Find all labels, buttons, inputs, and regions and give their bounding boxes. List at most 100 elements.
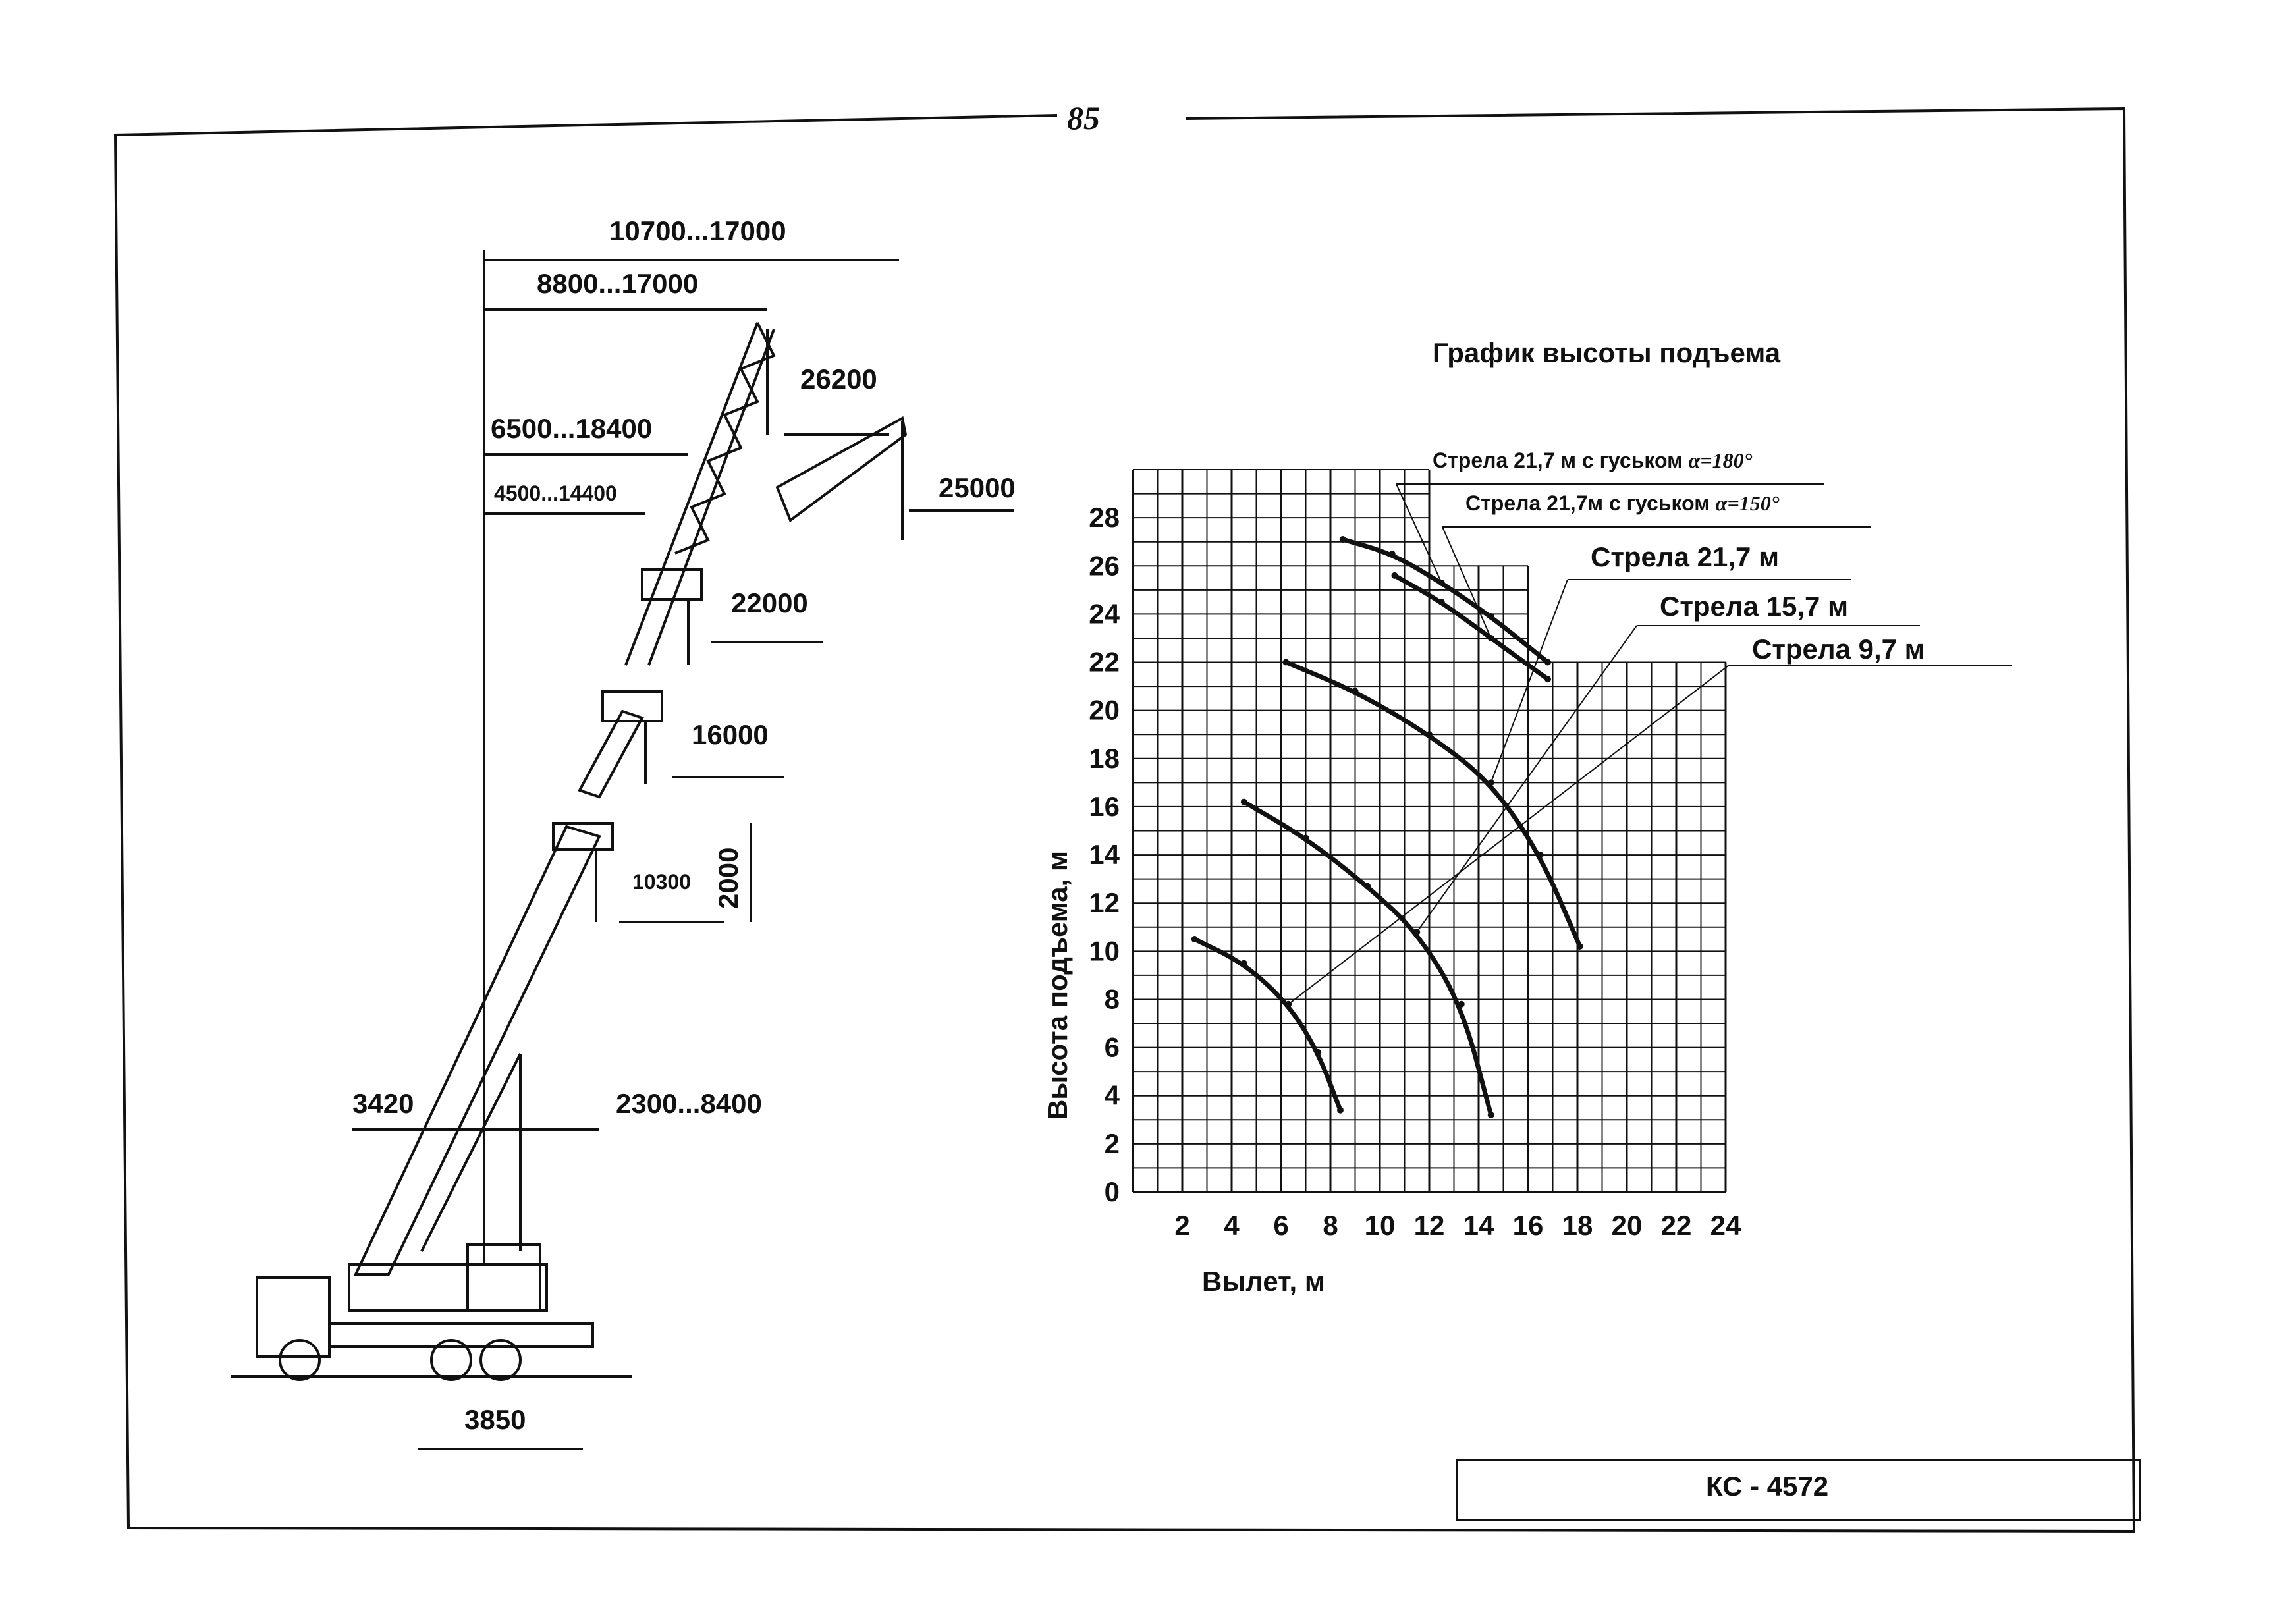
y-tick-label: 26 [1089, 550, 1120, 581]
x-tick-label: 10 [1365, 1210, 1396, 1241]
dim-10700: 10700...17000 [609, 215, 786, 246]
jib [775, 416, 908, 523]
y-tick-label: 20 [1089, 695, 1120, 726]
boom-lift-cylinder [420, 1053, 522, 1252]
series-point [1337, 1106, 1344, 1114]
wheel-front [279, 1339, 321, 1381]
series-curve [1193, 937, 1343, 1111]
x-tick-label: 6 [1273, 1210, 1288, 1241]
series-label: Стрела 9,7 м [1752, 634, 1925, 665]
y-tick-label: 8 [1105, 983, 1120, 1014]
series-curve [1285, 660, 1582, 948]
boom-long-left [624, 322, 759, 666]
chart-title: График высоты подъема [1433, 337, 1781, 368]
y-tick-label: 28 [1089, 502, 1120, 533]
y-tick-label: 10 [1089, 935, 1120, 966]
series-point [1426, 731, 1433, 738]
chart-grid [1132, 469, 1727, 1193]
series-curve [1342, 537, 1550, 665]
height-22000: 22000 [731, 587, 808, 618]
y-tick-label: 16 [1089, 791, 1120, 822]
series-point [1240, 798, 1247, 805]
series-point [1576, 943, 1583, 950]
y-tick-label: 18 [1089, 743, 1120, 774]
y-tick-label: 14 [1089, 839, 1120, 870]
series-point [1544, 676, 1551, 683]
series-point [1240, 960, 1247, 967]
series-point [1282, 659, 1290, 666]
boom-long-head [641, 568, 703, 601]
boom-mid-head [601, 690, 663, 722]
series-label: Стрела 21,7 м [1591, 541, 1779, 572]
series-leader-line [1416, 625, 1637, 933]
y-tick-label: 12 [1089, 887, 1120, 918]
x-tick-label: 8 [1323, 1210, 1338, 1241]
dim-6500: 6500...18400 [491, 413, 652, 444]
y-tick-label: 2 [1105, 1128, 1120, 1159]
dim-8800: 8800...17000 [537, 268, 698, 299]
operator-cab [466, 1243, 541, 1312]
dim-3420: 3420 [352, 1088, 414, 1119]
chart-y-label: Высота подъема, м [1042, 851, 1073, 1120]
height-25000: 25000 [939, 472, 1016, 503]
title-block [1456, 1459, 2141, 1521]
truck-cab [256, 1276, 331, 1358]
series-point [1364, 883, 1371, 890]
x-tick-label: 16 [1513, 1210, 1544, 1241]
chart-x-label: Вылет, м [1202, 1266, 1325, 1297]
wheel-rear-2 [479, 1339, 522, 1381]
y-tick-label: 0 [1105, 1176, 1120, 1207]
series-point [1487, 1111, 1494, 1118]
x-tick-label: 22 [1661, 1210, 1692, 1241]
series-point [1352, 688, 1359, 695]
series-point [1315, 1048, 1322, 1056]
x-tick-label: 2 [1174, 1210, 1189, 1241]
page-number: 85 [1067, 99, 1100, 136]
series-point [1438, 599, 1445, 606]
series-leader-line [1288, 665, 1730, 1005]
boom-lattice [674, 322, 776, 555]
series-point [1544, 659, 1551, 666]
height-16000: 16000 [692, 719, 769, 750]
series-label: Стрела 21,7м с гуськом α=150° [1465, 491, 1780, 515]
series-point [1302, 834, 1309, 842]
series-point [1388, 550, 1396, 557]
chart-series-group [1191, 483, 2012, 1118]
boom-long-right [647, 329, 775, 666]
series-point [1391, 572, 1398, 579]
y-tick-label: 24 [1089, 598, 1120, 629]
boom-base-section [353, 825, 601, 1276]
height-10300: 10300 [632, 870, 691, 894]
series-leader-line [1490, 579, 1568, 783]
dim-2000: 2000 [713, 848, 744, 909]
series-label: Стрела 21,7 м с гуськом α=180° [1433, 448, 1753, 472]
x-tick-label: 20 [1612, 1210, 1643, 1241]
series-label: Стрела 15,7 м [1660, 591, 1848, 622]
x-tick-label: 24 [1710, 1210, 1741, 1241]
series-curve [1393, 573, 1550, 681]
dim-2300: 2300...8400 [616, 1088, 762, 1119]
frame-border [113, 107, 2136, 1533]
series-point [1537, 852, 1544, 859]
model-name: КС - 4572 [1706, 1471, 1829, 1502]
wheel-rear-1 [430, 1339, 472, 1381]
series-point [1458, 1000, 1465, 1008]
crane-base [348, 1263, 548, 1312]
series-curve [1242, 800, 1494, 1116]
series-point [1339, 536, 1346, 543]
dim-4500: 4500...14400 [494, 481, 617, 505]
series-leader-line [1396, 483, 1442, 584]
x-tick-label: 4 [1224, 1210, 1240, 1241]
truck-frame [328, 1322, 594, 1348]
series-leader-line [1442, 526, 1492, 639]
boom-head [552, 822, 614, 851]
y-tick-label: 6 [1105, 1032, 1120, 1063]
dim-3850: 3850 [464, 1404, 526, 1435]
x-tick-label: 18 [1562, 1210, 1593, 1241]
x-tick-label: 12 [1414, 1210, 1445, 1241]
x-tick-label: 14 [1463, 1210, 1494, 1241]
